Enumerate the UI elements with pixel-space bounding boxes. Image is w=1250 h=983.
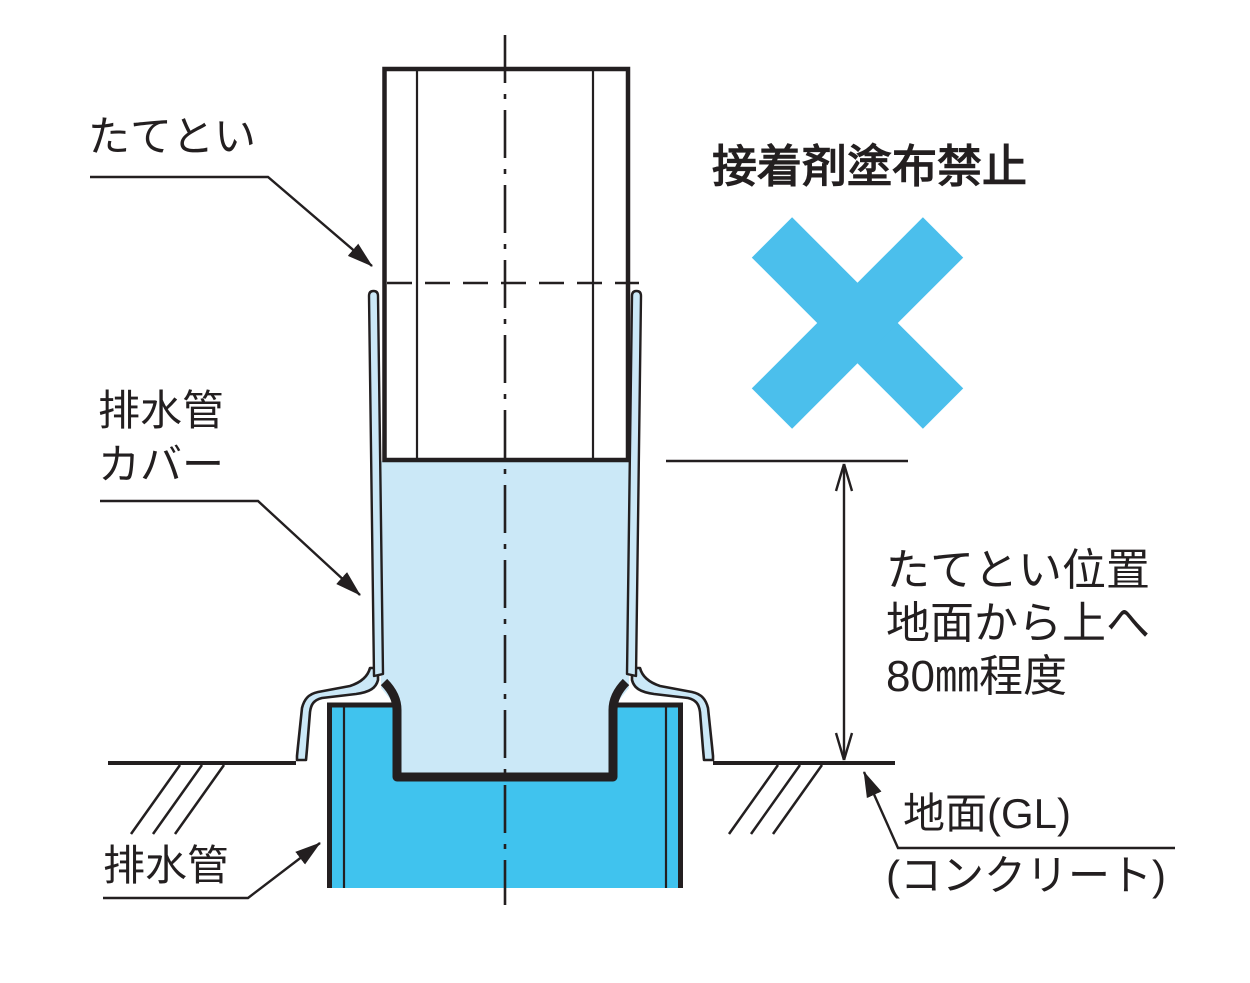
drain-pipe-cover-label-line2: カバー [98,441,225,488]
position-note-line2: 地面から上へ [886,599,1150,648]
ground-gl-label: 地面(GL) [903,790,1072,837]
downspout-pipe [382,66,639,463]
downspout-label: たてとい [88,113,257,160]
drain-pipe-cover-label: 排水管 カバー [98,384,224,492]
prohibition-label: 接着剤塗布禁止 [712,141,1028,192]
drain-pipe-label: 排水管 [103,842,230,889]
ground-hatching [129,764,824,835]
position-note-label: たてとい位置 地面から上へ 80㎜程度 [886,544,1150,703]
position-note-line3: 80㎜程度 [886,652,1067,701]
leader-drain-pipe [103,842,321,900]
prohibition-cross-icon [751,217,964,429]
position-note-line1: たてとい位置 [886,546,1150,595]
drain-pipe-cover-label-line1: 排水管 [98,387,225,434]
leader-lines [90,175,1175,900]
leader-cover [100,499,361,596]
dimension-arrow [666,459,908,761]
concrete-label: (コンクリート) [886,852,1166,899]
leader-ground [862,771,1175,850]
drain-pipe-cover [295,289,715,782]
leader-downspout [90,175,373,267]
